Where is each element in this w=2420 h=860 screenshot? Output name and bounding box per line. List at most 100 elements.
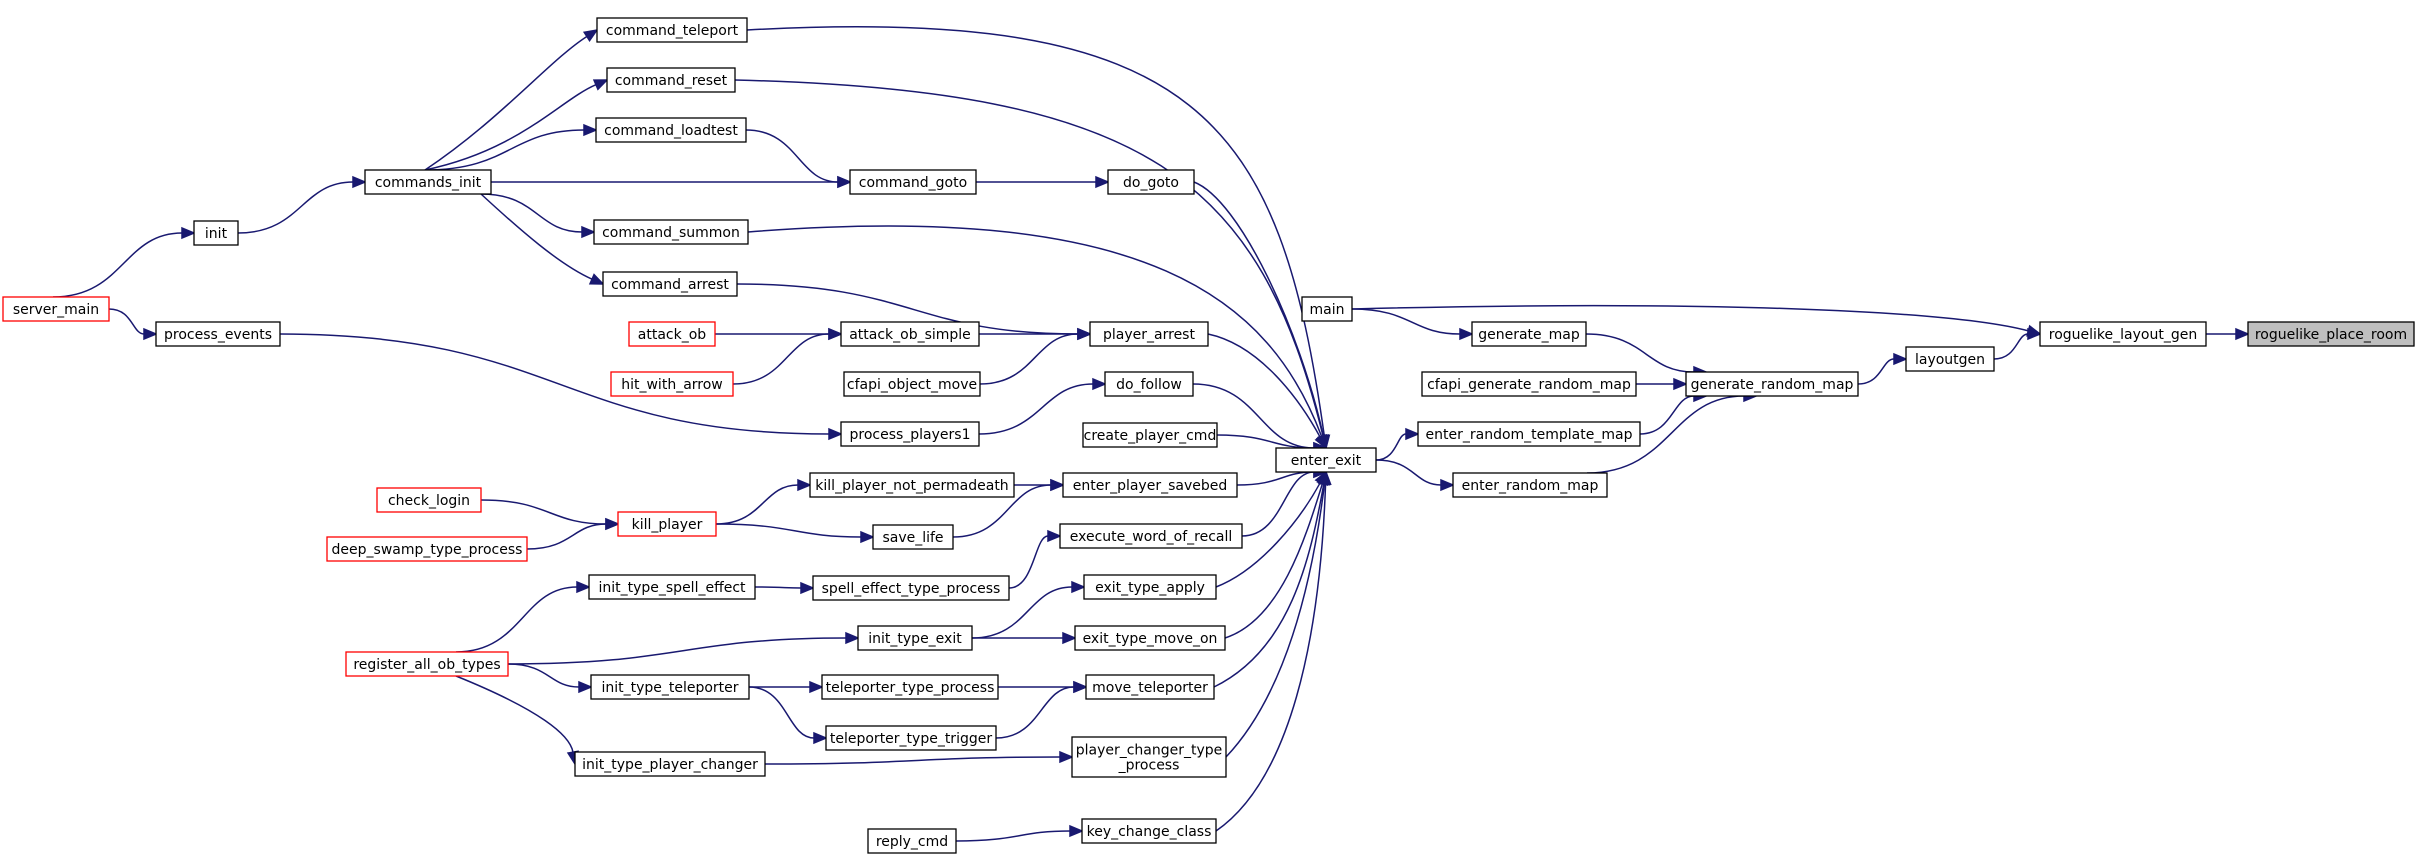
node-command-reset[interactable]: command_reset xyxy=(606,67,736,93)
node-command-arrest[interactable]: command_arrest xyxy=(602,271,738,297)
node-main[interactable]: main xyxy=(1301,296,1353,322)
node-command-summon[interactable]: command_summon xyxy=(593,219,749,245)
node-label: process_events xyxy=(164,327,272,343)
node-cfapi-object-move[interactable]: cfapi_object_move xyxy=(843,371,981,397)
edge-line xyxy=(108,308,145,335)
edge-init-type-exit-to-exit-type-move-on xyxy=(971,631,1077,645)
edge-arrowhead xyxy=(797,478,812,492)
node-roguelike-layout-gen[interactable]: roguelike_layout_gen xyxy=(2039,321,2207,347)
node-process-players1[interactable]: process_players1 xyxy=(840,421,980,447)
node-execute-word-of-recall[interactable]: execute_word_of_recall xyxy=(1059,523,1243,549)
edge-arrowhead xyxy=(828,327,843,341)
node-roguelike-place-room[interactable]: roguelike_place_room xyxy=(2247,321,2415,347)
node-kill-player[interactable]: kill_player xyxy=(617,511,717,537)
edge-roguelike-layout-gen-to-roguelike-place-room xyxy=(2206,327,2250,341)
edge-arrowhead xyxy=(800,581,815,595)
node-kill-player-not-permadeath[interactable]: kill_player_not_permadeath xyxy=(809,472,1015,498)
node-init[interactable]: init xyxy=(193,220,239,246)
node-box xyxy=(588,574,756,600)
node-commands-init[interactable]: commands_init xyxy=(364,169,492,195)
edge-commands-init-to-command-goto xyxy=(491,175,852,189)
node-box xyxy=(2247,321,2415,347)
edge-arrowhead xyxy=(1314,433,1327,450)
node-generate-map[interactable]: generate_map xyxy=(1471,321,1587,347)
edge-arrowhead xyxy=(581,225,596,239)
edge-line xyxy=(1586,395,1745,474)
edge-line xyxy=(764,756,1061,765)
node-box xyxy=(2039,321,2207,347)
node-create-player-cmd[interactable]: create_player_cmd xyxy=(1082,422,1218,448)
node-attack-ob-simple[interactable]: attack_ob_simple xyxy=(840,321,980,347)
node-key-change-class[interactable]: key_change_class xyxy=(1081,818,1217,844)
node-enter-player-savebed[interactable]: enter_player_savebed xyxy=(1062,472,1238,498)
node-hit-with-arrow[interactable]: hit_with_arrow xyxy=(610,371,734,397)
edge-arrowhead xyxy=(860,530,875,544)
node-cfapi-generate-random-map[interactable]: cfapi_generate_random_map xyxy=(1421,371,1637,397)
edge-arrowhead xyxy=(1077,327,1092,341)
node-server-main[interactable]: server_main xyxy=(2,296,110,322)
node-label: kill_player xyxy=(632,517,703,533)
node-player-arrest[interactable]: player_arrest xyxy=(1089,321,1209,347)
edge-line xyxy=(424,129,585,171)
node-attack-ob[interactable]: attack_ob xyxy=(628,321,716,347)
edge-line xyxy=(480,193,583,233)
edge-line xyxy=(736,283,1079,335)
node-enter-random-map[interactable]: enter_random_map xyxy=(1452,472,1608,498)
edge-line xyxy=(1224,483,1324,639)
node-teleporter-type-process[interactable]: teleporter_type_process xyxy=(821,674,999,700)
node-label: command_goto xyxy=(859,175,967,191)
node-box xyxy=(1081,818,1217,844)
edge-arrowhead xyxy=(1673,377,1688,391)
node-label: generate_random_map xyxy=(1691,377,1854,393)
node-layoutgen[interactable]: layoutgen xyxy=(1905,346,1995,372)
edge-line xyxy=(1192,383,1315,449)
node-enter-random-template-map[interactable]: enter_random_template_map xyxy=(1417,421,1641,447)
node-init-type-spell-effect[interactable]: init_type_spell_effect xyxy=(588,574,756,600)
edge-line xyxy=(747,225,1323,438)
node-label: command_summon xyxy=(602,225,740,241)
edge-line xyxy=(732,333,830,385)
node-command-loadtest[interactable]: command_loadtest xyxy=(595,117,747,143)
node-label: _process xyxy=(1118,758,1180,774)
node-box xyxy=(1071,736,1227,778)
node-generate-random-map[interactable]: generate_random_map xyxy=(1685,371,1859,397)
node-spell-effect-type-process[interactable]: spell_effect_type_process xyxy=(812,575,1010,601)
node-command-teleport[interactable]: command_teleport xyxy=(596,17,748,43)
node-move-teleporter[interactable]: move_teleporter xyxy=(1085,674,1215,700)
node-init-type-teleporter[interactable]: init_type_teleporter xyxy=(590,674,750,700)
node-label: generate_map xyxy=(1478,327,1580,343)
node-do-goto[interactable]: do_goto xyxy=(1107,169,1195,195)
node-label: enter_player_savebed xyxy=(1073,478,1228,494)
edge-arrowhead xyxy=(605,517,620,531)
node-init-type-exit[interactable]: init_type_exit xyxy=(857,625,973,651)
edge-line xyxy=(715,523,862,538)
node-do-follow[interactable]: do_follow xyxy=(1104,371,1194,397)
node-process-events[interactable]: process_events xyxy=(155,321,281,347)
edge-line xyxy=(952,484,1052,538)
node-player-changer-type-process[interactable]: player_changer_type_process xyxy=(1071,736,1227,778)
edge-register-all-ob-types-to-init-type-spell-effect xyxy=(455,580,591,653)
node-box xyxy=(1452,472,1608,498)
node-command-goto[interactable]: command_goto xyxy=(849,169,977,195)
node-box xyxy=(1905,346,1995,372)
node-exit-type-apply[interactable]: exit_type_apply xyxy=(1083,574,1217,600)
node-register-all-ob-types[interactable]: register_all_ob_types xyxy=(345,651,509,677)
node-reply-cmd[interactable]: reply_cmd xyxy=(867,828,957,854)
edge-register-all-ob-types-to-init-type-player-changer xyxy=(455,675,579,766)
edge-line xyxy=(424,35,588,171)
node-exit-type-move-on[interactable]: exit_type_move_on xyxy=(1074,625,1226,651)
node-init-type-player-changer[interactable]: init_type_player_changer xyxy=(574,751,766,777)
node-save-life[interactable]: save_life xyxy=(872,524,954,550)
node-enter-exit[interactable]: enter_exit xyxy=(1275,447,1377,473)
node-teleporter-type-trigger[interactable]: teleporter_type_trigger xyxy=(825,725,997,751)
node-label: hit_with_arrow xyxy=(621,377,723,393)
node-deep-swamp-type-process[interactable]: deep_swamp_type_process xyxy=(326,536,528,562)
edge-line xyxy=(1215,482,1321,588)
node-box xyxy=(610,371,734,397)
edge-main-to-roguelike-layout-gen xyxy=(1351,304,2042,337)
edge-reply-cmd-to-key-change-class xyxy=(955,824,1084,842)
edge-line xyxy=(424,84,597,171)
node-check-login[interactable]: check_login xyxy=(376,487,482,513)
edge-init-to-commands-init xyxy=(237,175,367,234)
